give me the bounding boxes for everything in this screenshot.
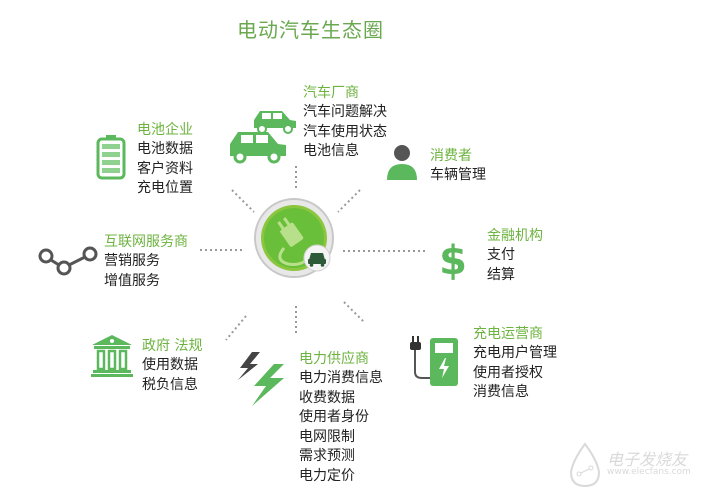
node-internet: 互联网服务商 营销服务 增值服务 <box>104 233 188 291</box>
node-finance: 金融机构 支付 结算 <box>487 227 543 285</box>
plug-with-car-icon <box>254 198 338 282</box>
node-label: 汽车厂商 <box>303 85 359 101</box>
svg-text:$: $ <box>439 238 467 282</box>
battery-icon <box>96 134 126 180</box>
node-label: 电池企业 <box>137 122 193 138</box>
person-icon <box>386 144 418 180</box>
node-battery: 电池企业 电池数据 客户资料 充电位置 <box>137 121 193 199</box>
lightning-icon <box>236 350 294 408</box>
node-item: 电网限制 <box>299 428 355 445</box>
node-item: 使用数据 <box>142 357 198 373</box>
node-label: 政府 法规 <box>142 338 203 354</box>
node-label: 电力供应商 <box>299 351 369 367</box>
watermark-logo-icon <box>569 442 601 488</box>
dollar-icon: $ <box>438 236 468 282</box>
node-label: 充电运营商 <box>473 326 543 342</box>
node-item: 汽车问题解决 <box>303 104 387 120</box>
watermark-brand: 电子发烧友 <box>607 450 688 469</box>
node-item: 结算 <box>487 266 515 283</box>
node-item: 汽车使用状态 <box>303 123 387 140</box>
node-charging-operator: 充电运营商 充电用户管理 使用者授权 消费信息 <box>473 325 557 403</box>
cars-icon <box>228 108 300 164</box>
government-building-icon <box>90 333 134 377</box>
node-label: 互联网服务商 <box>104 234 188 250</box>
node-item: 电池数据 <box>137 141 193 157</box>
node-power-supplier: 电力供应商 电力消费信息 收费数据 使用者身份 电网限制 需求预测 电力定价 <box>299 350 383 486</box>
node-consumer: 消费者 车辆管理 <box>430 147 486 186</box>
node-item: 收费数据 <box>299 389 355 406</box>
watermark: 电子发烧友 www.elecfans.com <box>565 440 705 490</box>
node-item: 充电用户管理 <box>473 345 557 361</box>
network-nodes-icon <box>38 246 98 276</box>
node-label: 消费者 <box>430 148 472 164</box>
node-item: 税负信息 <box>142 376 198 393</box>
node-item: 充电位置 <box>137 180 193 196</box>
node-automaker: 汽车厂商 汽车问题解决 汽车使用状态 电池信息 <box>303 84 387 162</box>
node-item: 需求预测 <box>299 448 355 464</box>
node-item: 增值服务 <box>104 272 160 289</box>
node-item: 电力消费信息 <box>299 370 383 386</box>
node-item: 客户资料 <box>137 160 193 177</box>
node-item: 车辆管理 <box>430 167 486 183</box>
node-item: 营销服务 <box>104 253 160 269</box>
node-item: 使用者授权 <box>473 364 543 381</box>
node-item: 消费信息 <box>473 384 529 400</box>
node-item: 使用者身份 <box>299 409 369 425</box>
node-item: 支付 <box>487 247 515 263</box>
node-item: 电池信息 <box>303 143 359 159</box>
watermark-url: www.elecfans.com <box>607 467 691 477</box>
node-item: 电力定价 <box>299 467 355 484</box>
charging-station-icon <box>404 334 464 390</box>
diagram-title: 电动汽车生态圈 <box>237 18 384 42</box>
node-government: 政府 法规 使用数据 税负信息 <box>142 337 202 395</box>
node-label: 金融机构 <box>487 228 543 244</box>
